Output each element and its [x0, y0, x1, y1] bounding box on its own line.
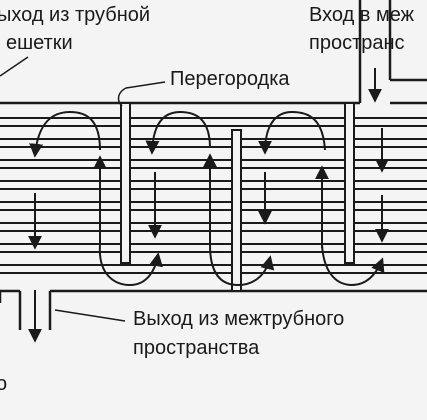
baffle-plate: [120, 102, 131, 264]
tube: [0, 180, 427, 190]
flow-arrow: [98, 244, 163, 287]
shell-outlet-label-line2: пространства: [133, 337, 260, 359]
shell-outlet-label-line1: Выход из межтрубного: [133, 308, 344, 330]
leader-line: [117, 87, 127, 107]
leader-line: [125, 81, 166, 89]
baffle-label: Перегородка: [170, 68, 290, 90]
flow-arrow: [258, 110, 326, 155]
tube-bundle: [0, 117, 427, 274]
leader-line: [0, 56, 29, 77]
baffle-plate: [231, 129, 242, 292]
shell-inlet-label-line2: пространс: [309, 32, 405, 54]
tube: [0, 201, 427, 211]
flow-arrow: [145, 110, 211, 155]
flow-arrow: [29, 110, 101, 158]
baffle-plate: [344, 102, 355, 264]
shell-inlet-label-line1: Вход в меж: [309, 4, 415, 26]
tube: [0, 264, 427, 274]
flow-arrow: [209, 244, 275, 287]
bottom-left-label-fragment: о: [0, 373, 7, 395]
flow-arrow: [321, 244, 385, 287]
tube-sheet-outlet-label-line1: ыход из трубной: [0, 4, 150, 26]
leader-line: [54, 309, 126, 322]
tube: [0, 243, 427, 253]
tube-sheet-outlet-label-line2: ешетки: [6, 32, 73, 54]
tube: [0, 138, 427, 148]
tube: [0, 222, 427, 232]
tube: [0, 159, 427, 169]
tube: [0, 117, 427, 127]
